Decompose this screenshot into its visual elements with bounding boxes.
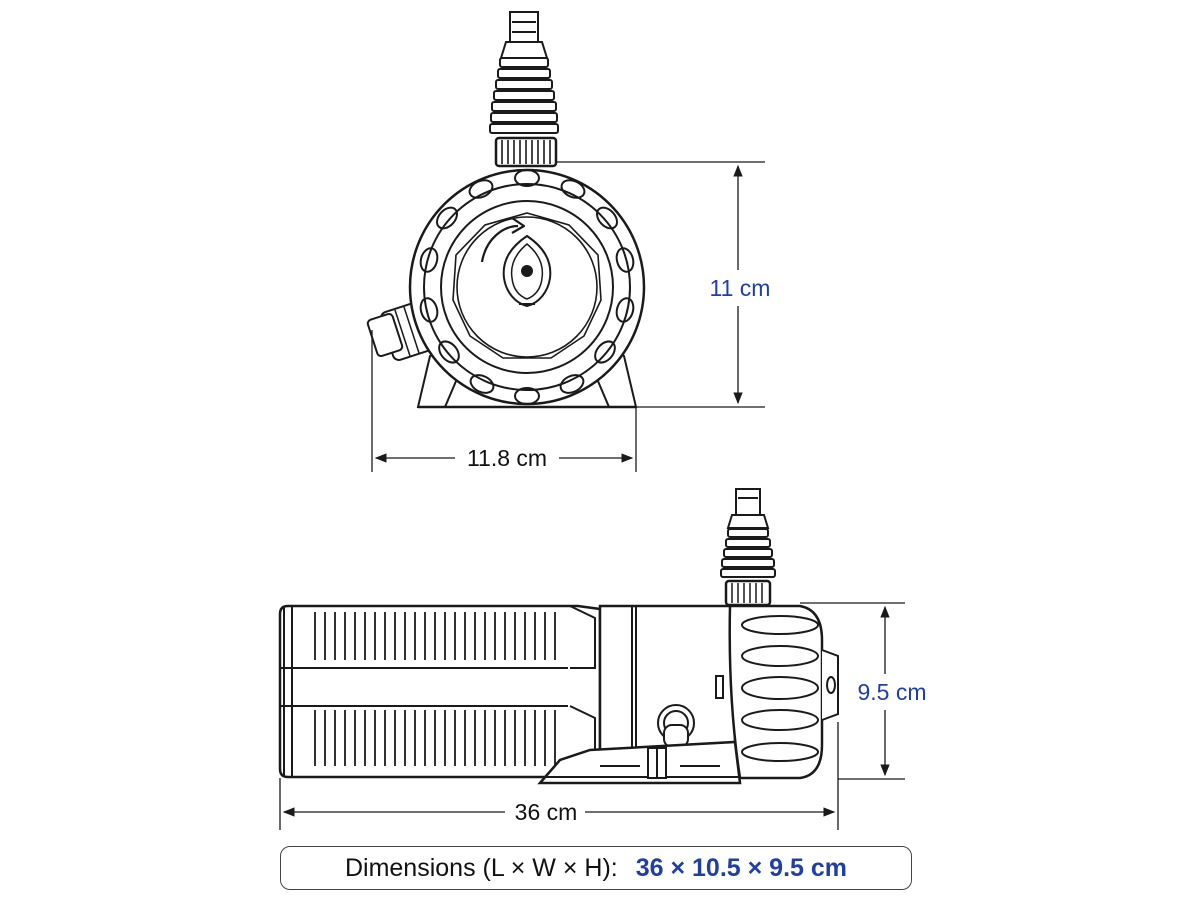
filter-slots-top <box>314 612 556 660</box>
side-height-label: 9.5 cm <box>857 679 926 705</box>
dimensions-summary-value: 36 × 10.5 × 9.5 cm <box>635 853 848 882</box>
side-hose-outlet <box>720 488 776 607</box>
front-housing <box>408 168 646 406</box>
side-length-label: 36 cm <box>515 799 578 825</box>
filter-cage <box>278 604 602 779</box>
side-motor-body <box>598 604 737 758</box>
rotation-arrow-icon <box>480 224 519 263</box>
filter-slots-bottom <box>314 710 556 766</box>
pump-side-view <box>278 488 905 830</box>
dimensions-summary-box: Dimensions (L × W × H): 36 × 10.5 × 9.5 … <box>280 846 912 890</box>
front-rim-lugs <box>419 169 635 405</box>
dimensions-summary-label: Dimensions (L × W × H): <box>344 853 618 882</box>
side-base <box>537 740 742 785</box>
front-width-label: 11.8 cm <box>467 445 547 471</box>
side-pump-head <box>728 604 839 780</box>
pump-front-view <box>366 11 765 472</box>
front-height-label: 11 cm <box>710 275 771 301</box>
side-cable-gland <box>657 704 695 748</box>
front-hose-outlet <box>489 11 559 168</box>
